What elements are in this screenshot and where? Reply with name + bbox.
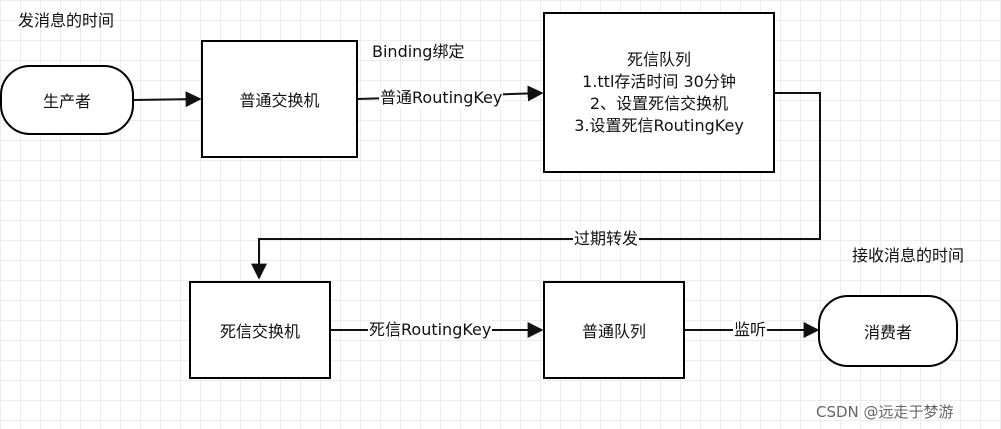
receive-time-note: 接收消息的时间 bbox=[852, 246, 965, 265]
producer-node: 生产者 bbox=[0, 65, 134, 135]
producer-label: 生产者 bbox=[42, 92, 91, 111]
normal-exchange-node: 普通交换机 bbox=[201, 40, 358, 158]
dead-letter-exchange-node: 死信交换机 bbox=[189, 281, 331, 379]
normal-queue-node: 普通队列 bbox=[543, 281, 685, 379]
edge-label-listen: 监听 bbox=[733, 320, 768, 340]
edge-label-dead-routing-key: 死信RoutingKey bbox=[368, 320, 493, 340]
dlq-line-ttl: 1.ttl存活时间 30分钟 bbox=[582, 71, 736, 91]
edge-label-normal-routing-key: 普通RoutingKey bbox=[379, 88, 504, 108]
normal-queue-label: 普通队列 bbox=[581, 322, 646, 341]
consumer-node: 消费者 bbox=[818, 295, 958, 367]
watermark: CSDN @远走于梦游 bbox=[816, 403, 954, 421]
binding-note: Binding绑定 bbox=[372, 42, 465, 61]
dlq-line-exchange: 2、设置死信交换机 bbox=[589, 93, 729, 113]
dlq-line-routing-key: 3.设置死信RoutingKey bbox=[574, 115, 744, 135]
consumer-label: 消费者 bbox=[863, 323, 912, 342]
send-time-note: 发消息的时间 bbox=[18, 11, 115, 30]
dlq-title: 死信队列 bbox=[626, 49, 691, 69]
edge-label-expire-forward: 过期转发 bbox=[573, 229, 640, 249]
edge-producer-to-exchange bbox=[132, 91, 202, 108]
dead-letter-queue-node: 死信队列 1.ttl存活时间 30分钟 2、设置死信交换机 3.设置死信Rout… bbox=[543, 12, 775, 173]
dead-letter-exchange-label: 死信交换机 bbox=[219, 322, 300, 341]
normal-exchange-label: 普通交换机 bbox=[239, 91, 320, 110]
edge-dlq-to-dlx bbox=[251, 92, 821, 280]
